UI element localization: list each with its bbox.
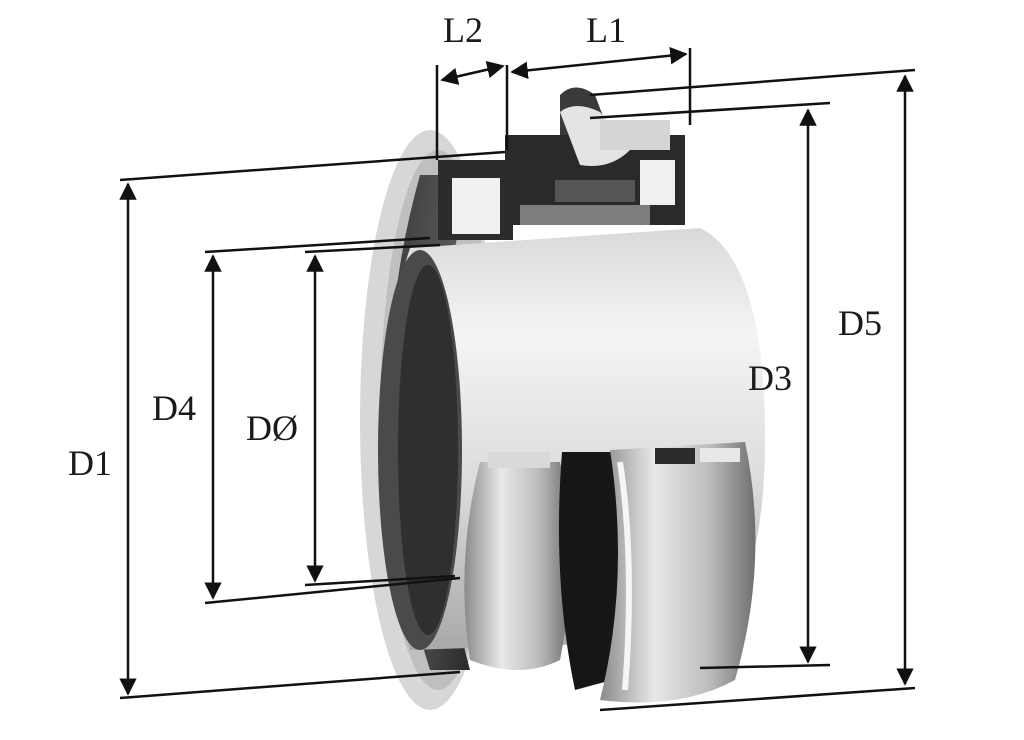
label-d4: D4	[152, 388, 196, 428]
seal-illustration	[360, 87, 765, 710]
label-l1: L1	[586, 10, 626, 50]
l1-dimension-arrow	[510, 46, 688, 80]
l2-dimension-arrow	[440, 60, 505, 86]
label-d1: D1	[68, 443, 112, 483]
cross-section-top	[438, 87, 685, 240]
dimension-labels: L2 L1 D1 D4 DØ D3 D5	[68, 10, 882, 483]
rotating-ring	[464, 462, 570, 670]
label-d5: D5	[838, 303, 882, 343]
dimension-lines	[119, 46, 916, 712]
rubber-bellows	[558, 452, 623, 690]
label-l2: L2	[443, 10, 483, 50]
label-d0: DØ	[246, 408, 298, 448]
label-d3: D3	[748, 358, 792, 398]
stationary-ring	[600, 442, 756, 703]
cross-section-bottom	[464, 442, 756, 703]
